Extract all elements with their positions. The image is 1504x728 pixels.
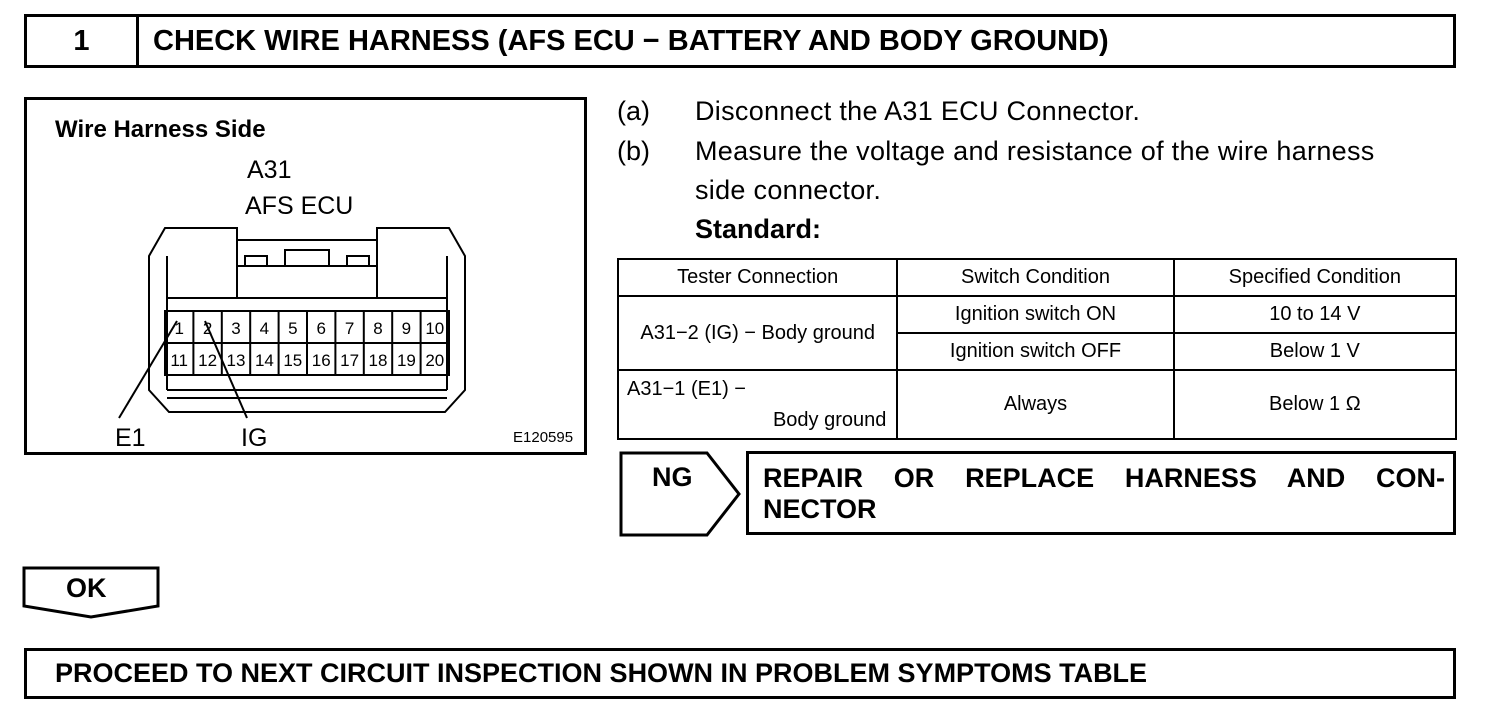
pin-20: 20: [425, 351, 444, 370]
pin-1: 1: [174, 319, 183, 338]
pin-6: 6: [316, 319, 325, 338]
header-tester-connection: Tester Connection: [616, 258, 899, 297]
pin-18: 18: [369, 351, 388, 370]
ok-arrow-icon: [22, 566, 160, 619]
wire-label-e1: E1: [115, 424, 146, 452]
cell-spec: Below 1 V: [1172, 332, 1458, 371]
pin-17: 17: [340, 351, 359, 370]
pin-16: 16: [312, 351, 331, 370]
standard-label: Standard:: [695, 214, 822, 244]
table-header-row: Tester Connection Switch Condition Speci…: [616, 258, 1458, 297]
instruction-b-text-line1: Measure the voltage and resistance of th…: [695, 136, 1375, 166]
ok-label: OK: [66, 573, 107, 603]
pin-10: 10: [425, 319, 444, 338]
cell-connection-e1: A31−1 (E1) − Body ground: [616, 369, 899, 440]
connector-figure: 1 2 3 4 5 6 7 8 9 10 11 12 13 14 15 16 1…: [24, 97, 587, 455]
pin-13: 13: [227, 351, 246, 370]
pin-9: 9: [402, 319, 411, 338]
header-specified-condition: Specified Condition: [1172, 258, 1458, 297]
cell-switch: Ignition switch ON: [896, 295, 1175, 334]
pin-2: 2: [203, 319, 212, 338]
cell-connection-e1-line2: Body ground: [772, 408, 887, 431]
cell-spec: Below 1 Ω: [1172, 369, 1458, 440]
pin-19: 19: [397, 351, 416, 370]
body-bottom-rails: [167, 389, 447, 399]
final-action-text: PROCEED TO NEXT CIRCUIT INSPECTION SHOWN…: [55, 658, 1148, 688]
connector-code: A31: [247, 156, 292, 184]
pin-11: 11: [170, 351, 188, 370]
cell-connection-ig: A31−2 (IG) − Body ground: [616, 295, 899, 371]
instruction-b-letter: (b): [617, 136, 650, 166]
pin-14: 14: [255, 351, 274, 370]
e1-leader: [118, 320, 178, 419]
ng-action-text: REPAIR OR REPLACE HARNESS AND CON- NECTO…: [763, 463, 1445, 524]
table-row: A31−2 (IG) − Body ground Ignition switch…: [616, 295, 1458, 371]
cell-switch: Always: [896, 369, 1175, 440]
latch-tab: [244, 249, 370, 267]
pin-8: 8: [373, 319, 382, 338]
instruction-b-text-line2: side connector.: [695, 175, 882, 205]
connector-diagram: 1 2 3 4 5 6 7 8 9 10 11 12 13 14 15 16 1…: [118, 227, 466, 419]
pin-12: 12: [198, 351, 217, 370]
ng-label: NG: [652, 462, 693, 492]
ig-leader: [204, 320, 248, 419]
ng-arrow-icon: [619, 451, 741, 537]
final-action-box: PROCEED TO NEXT CIRCUIT INSPECTION SHOWN…: [24, 648, 1456, 699]
figure-reference: E120595: [513, 429, 574, 446]
connector-name: AFS ECU: [245, 192, 354, 220]
pin-15: 15: [283, 351, 302, 370]
table-row: A31−1 (E1) − Body ground Always Below 1 …: [616, 369, 1458, 440]
wire-label-ig: IG: [241, 424, 268, 452]
step-header: 1 CHECK WIRE HARNESS (AFS ECU − BATTERY …: [24, 14, 1456, 68]
cell-spec: 10 to 14 V: [1172, 295, 1458, 334]
step-title: CHECK WIRE HARNESS (AFS ECU − BATTERY AN…: [153, 25, 1109, 57]
header-switch-condition: Switch Condition: [896, 258, 1175, 297]
pin-7: 7: [345, 319, 354, 338]
cell-connection-e1-line1: A31−1 (E1) −: [627, 377, 746, 400]
pin-4: 4: [260, 319, 269, 338]
pin-3: 3: [231, 319, 240, 338]
latch-outline: [236, 239, 378, 266]
cell-switch: Ignition switch OFF: [896, 332, 1175, 371]
step-number: 1: [27, 17, 139, 65]
specification-table: Tester Connection Switch Condition Speci…: [616, 258, 1458, 440]
table-row: Ignition switch OFF Below 1 V: [618, 332, 1458, 371]
ng-action-box: REPAIR OR REPLACE HARNESS AND CON- NECTO…: [746, 451, 1456, 535]
instruction-a-letter: (a): [617, 96, 650, 126]
pin-5: 5: [288, 319, 297, 338]
instruction-a-text: Disconnect the A31 ECU Connector.: [695, 96, 1141, 126]
figure-heading: Wire Harness Side: [55, 116, 266, 143]
